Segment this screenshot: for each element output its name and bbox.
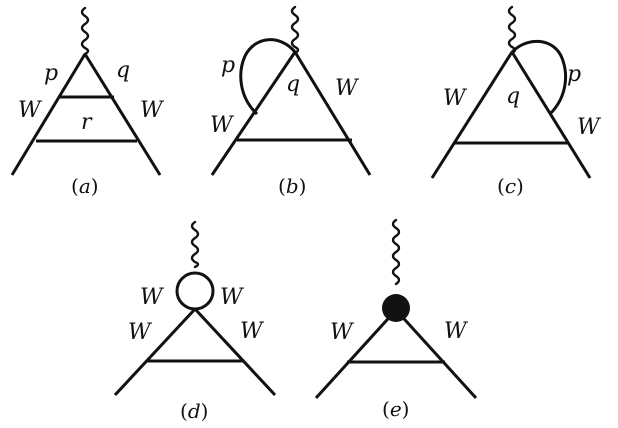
self-energy-loop-c [510, 39, 568, 116]
label-q-b: q [286, 72, 300, 97]
effective-vertex-blob-e [382, 294, 410, 322]
diagram-e: W W (e) [314, 218, 478, 421]
label-p-c: p [567, 62, 581, 87]
label-q-c: q [506, 84, 520, 109]
w-loop-d [175, 271, 215, 311]
label-q-a: q [116, 58, 130, 83]
triangle-left-edge-e [314, 308, 398, 400]
label-w-left-b: W [210, 113, 235, 138]
photon-line-a [80, 6, 90, 56]
label-w-right-d: W [240, 319, 265, 344]
label-w-left-e: W [330, 320, 355, 345]
label-w-left-a: W [18, 98, 43, 123]
caption-d: (d) [180, 399, 208, 423]
photon-line-d [190, 220, 200, 269]
diagram-d: W W W W (d) [113, 220, 277, 423]
caption-c: (c) [497, 174, 524, 198]
label-w-right-e: W [444, 319, 469, 344]
triangle-right-edge-b [293, 51, 372, 176]
triangle-left-edge-c [430, 51, 514, 179]
label-r-a: r [81, 110, 93, 135]
diagram-c: p q W W (c) [430, 5, 602, 198]
triangle-right-edge-c [510, 51, 592, 179]
label-w-left-d: W [128, 320, 153, 345]
label-w-right-a: W [140, 98, 165, 123]
label-w-loop-right-d: W [220, 285, 245, 310]
photon-line-e [391, 218, 401, 286]
caption-b: (b) [278, 174, 306, 198]
label-w-left-c: W [443, 86, 468, 111]
triangle-right-edge-d [193, 307, 277, 397]
caption-a: (a) [71, 174, 99, 198]
triangle-right-edge-e [394, 308, 478, 400]
photon-line-c [507, 5, 517, 55]
photon-line-b [290, 5, 300, 55]
self-energy-loop-b [239, 38, 297, 116]
caption-e: (e) [382, 397, 409, 421]
triangle-left-edge-d [113, 307, 197, 397]
diagram-b: p q W W (b) [210, 5, 372, 198]
label-p-b: p [221, 53, 235, 78]
label-w-right-c: W [577, 115, 602, 140]
diagram-a: p q r W W (a) [10, 6, 165, 198]
label-p-a: p [44, 61, 58, 86]
triangle-right-edge-a [83, 53, 162, 176]
label-w-right-b: W [335, 76, 360, 101]
triangle-left-edge-b [210, 51, 297, 176]
triangle-left-edge-a [10, 53, 87, 176]
label-w-loop-left-d: W [140, 285, 165, 310]
